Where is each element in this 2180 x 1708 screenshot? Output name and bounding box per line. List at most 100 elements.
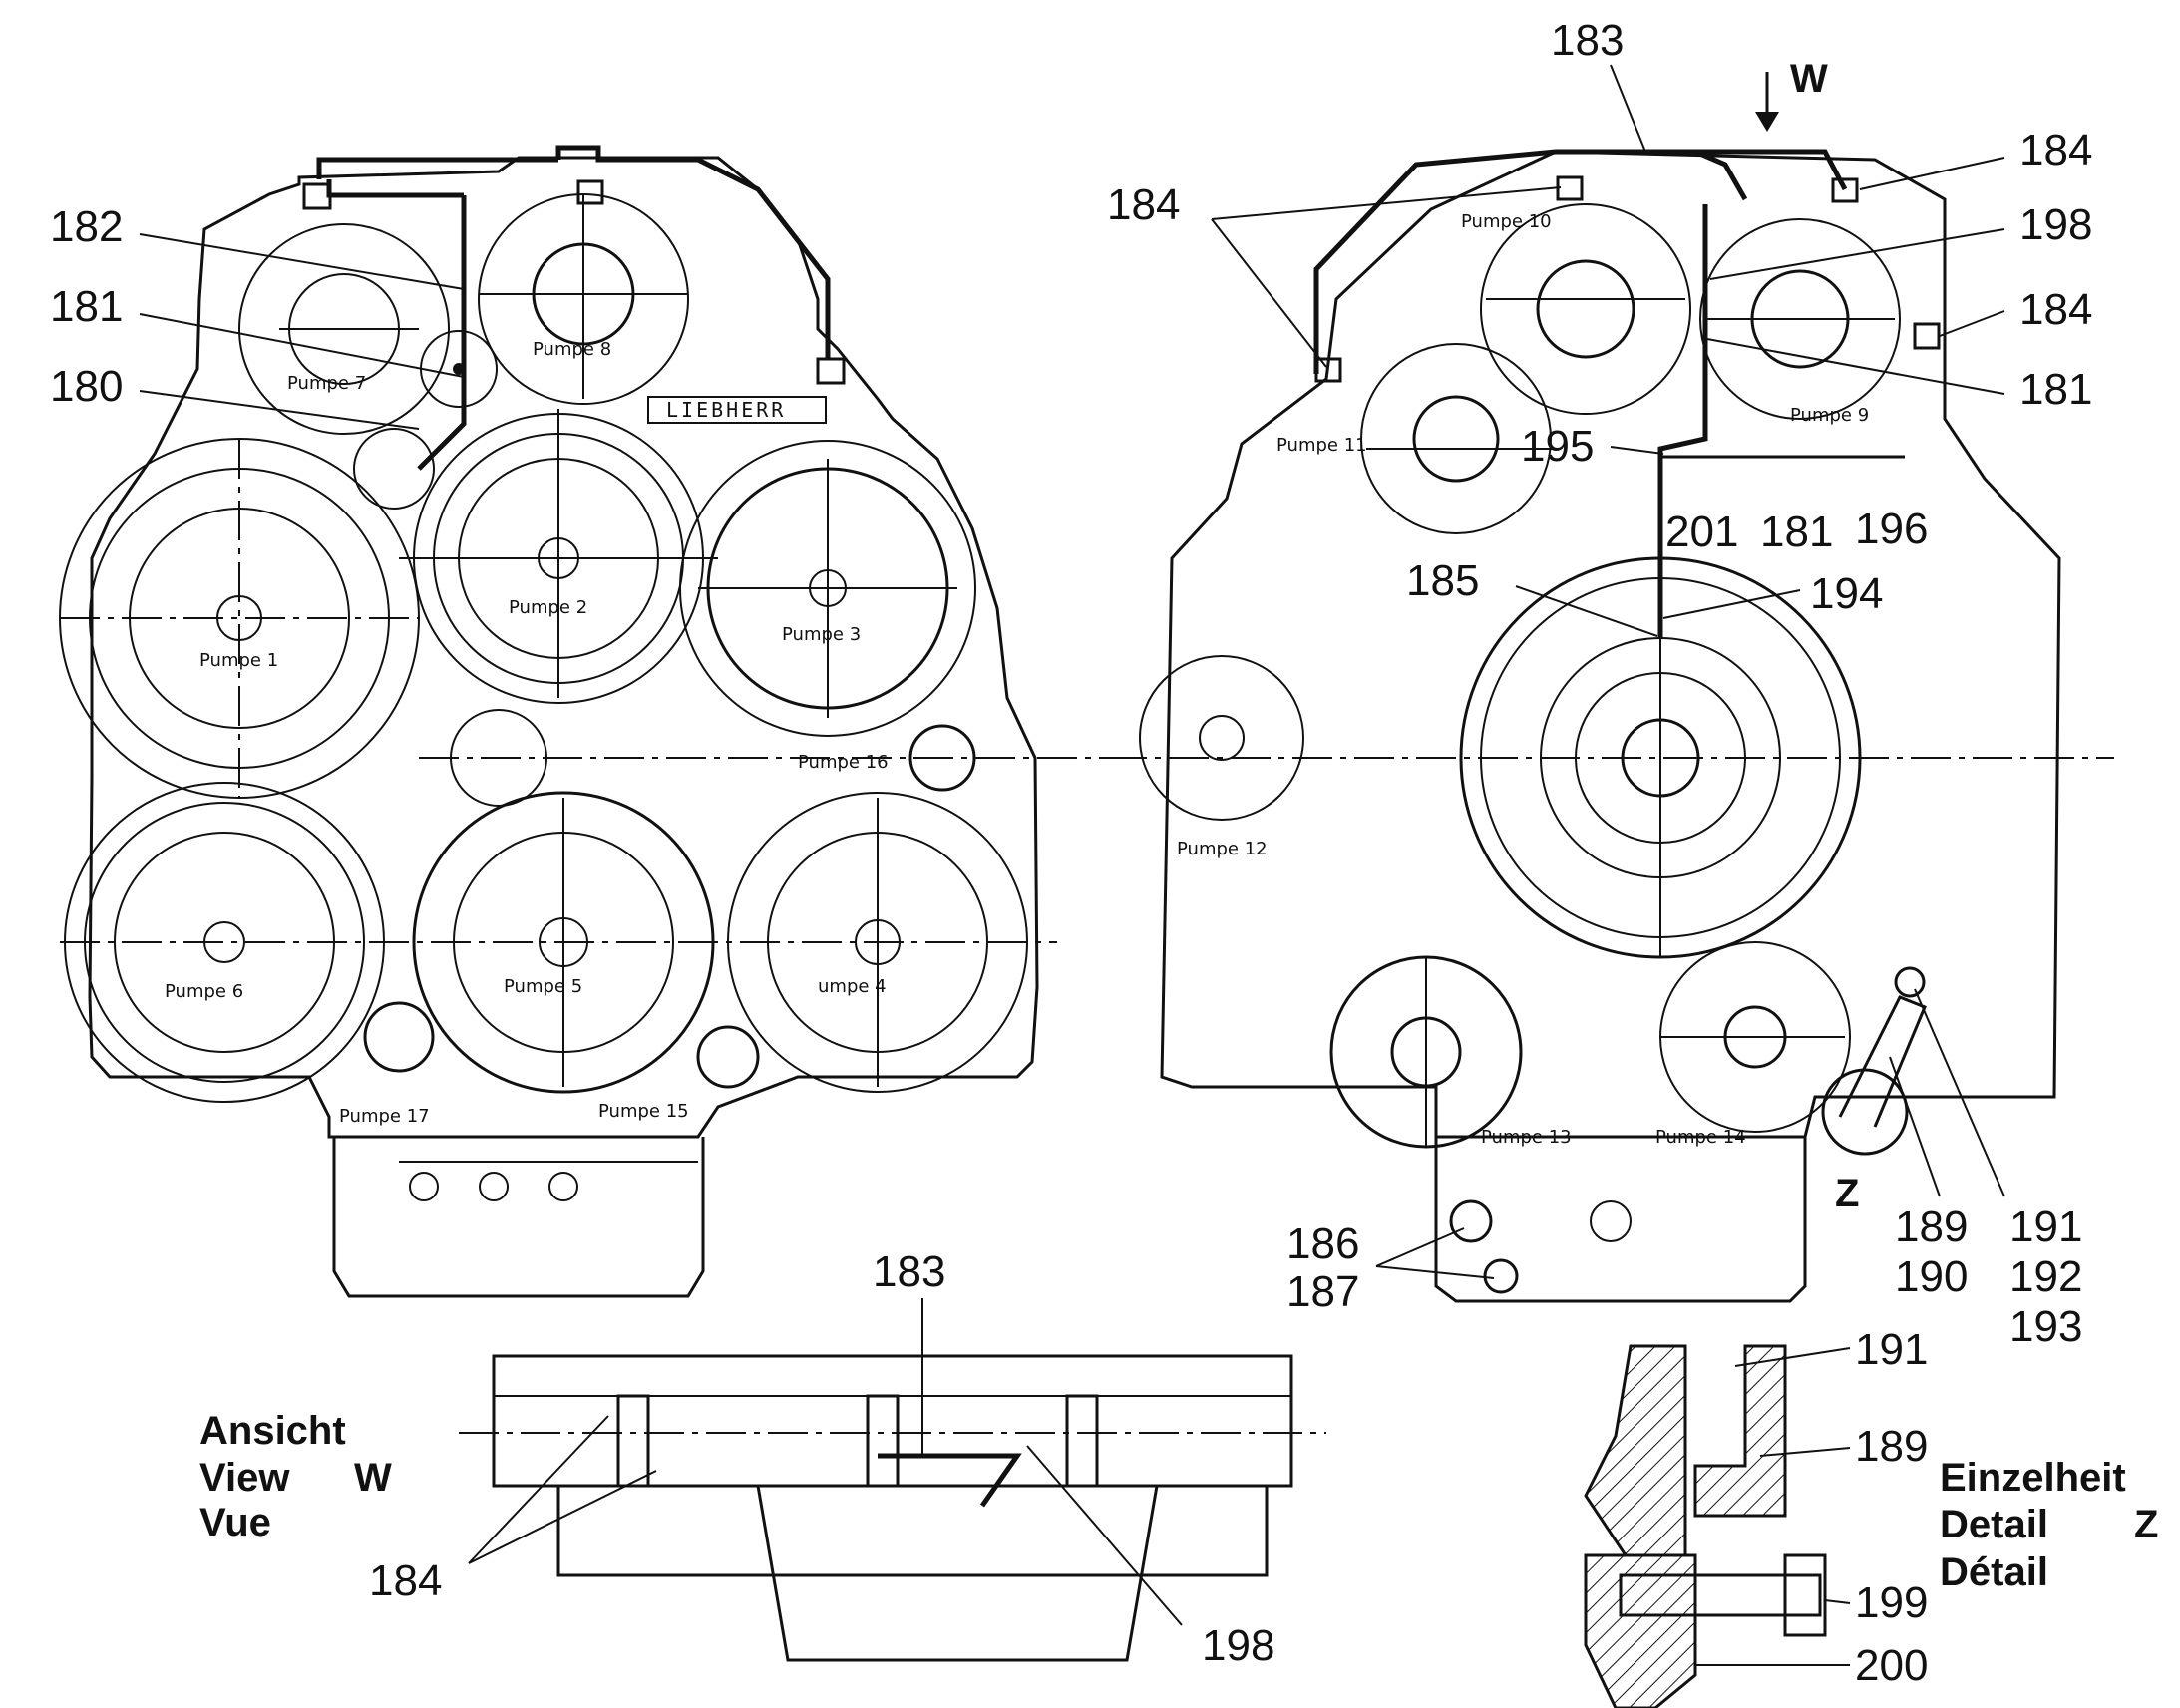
pump-3 (679, 440, 976, 737)
callout-181-right: 181 (2019, 365, 2092, 414)
pan-bolt-3 (548, 1172, 578, 1201)
logo-text: LIEBHERR (666, 398, 786, 422)
leader-184-left-a (1211, 186, 1562, 220)
view-heading-line2: View (199, 1456, 290, 1500)
logo-plate (647, 396, 827, 424)
callout-184-right-mid: 184 (2019, 285, 2092, 334)
detail-z-bolt (1619, 1573, 1822, 1617)
pump-17 (363, 1001, 435, 1073)
detail-z-hatch-left (1584, 1344, 1687, 1557)
label-pump-11: Pumpe 11 (1276, 435, 1367, 456)
right-oil-pan (1434, 1137, 1807, 1303)
label-pump-13: Pumpe 13 (1481, 1127, 1572, 1148)
view-heading-line1: Ansicht (199, 1409, 346, 1453)
left-vertical-pipe (417, 195, 467, 471)
detail-heading-letter: Z (2134, 1503, 2158, 1546)
leader-199 (1824, 1599, 1851, 1604)
right-fitting-c (1314, 357, 1342, 383)
pump-4 (727, 792, 1028, 1093)
callout-182: 182 (50, 202, 123, 251)
pump-16 (908, 724, 976, 792)
drain-plug-186 (1449, 1199, 1493, 1243)
view-w-bracket-3 (1065, 1394, 1099, 1488)
left-fitting-a (302, 182, 332, 210)
left-gearbox-view: LIEBHERR Pumpe 7 Pumpe 8 Pumpe 1 Pumpe 2… (59, 145, 1107, 1298)
right-vertical-pipe (1657, 204, 1708, 638)
left-pipe-branch (326, 179, 464, 198)
leader-181-left (139, 313, 465, 378)
callout-190: 190 (1895, 1252, 1968, 1301)
callout-181-lower: 181 (1760, 508, 1833, 556)
label-pump-12: Pumpe 12 (1177, 839, 1268, 859)
pump-8 (478, 193, 689, 405)
right-fitting-a (1556, 175, 1584, 201)
leader-181-right (1706, 338, 2005, 395)
detail-z-heading: Einzelheit Detail Z Détail (1940, 1456, 2158, 1594)
label-pump-2: Pumpe 2 (509, 597, 587, 618)
dipstick-ring (1894, 966, 1926, 998)
left-boss (353, 428, 435, 510)
callout-numbers: 183 W 184 184 198 182 184 181 181 180 19… (50, 16, 2092, 1690)
leader-198-top (1709, 228, 2005, 280)
pump-6 (60, 782, 1057, 1103)
callout-181-left: 181 (50, 282, 123, 331)
pump-13 (1329, 955, 1523, 1149)
callout-189: 189 (1895, 1202, 1968, 1251)
callout-196: 196 (1855, 505, 1928, 553)
detail-z-bolt-head (1783, 1553, 1827, 1637)
callout-193: 193 (2009, 1302, 2082, 1351)
view-w-bracket-2 (866, 1394, 900, 1488)
pump-7 (238, 223, 498, 435)
pan-bolt-1 (409, 1172, 439, 1201)
label-pump-3: Pumpe 3 (782, 624, 861, 645)
view-w-drawing (459, 1298, 1326, 1662)
view-heading-letter: W (354, 1456, 392, 1500)
view-w-body (556, 1485, 1269, 1662)
leader-184-bottom-a (468, 1415, 609, 1564)
detail-z-hatch-bottom (1584, 1553, 1697, 1708)
callout-186: 186 (1286, 1219, 1359, 1268)
leader-185 (1515, 585, 1658, 637)
right-fitting-b (1831, 177, 1859, 203)
callout-184-bottom: 184 (369, 1556, 442, 1605)
leader-187 (1375, 1265, 1495, 1279)
detail-heading-line1: Einzelheit (1940, 1456, 2126, 1500)
callout-200: 200 (1855, 1641, 1928, 1690)
label-pump-6: Pumpe 6 (165, 981, 243, 1002)
callout-191: 191 (2009, 1202, 2082, 1251)
callout-187: 187 (1286, 1267, 1359, 1316)
callout-195: 195 (1521, 422, 1594, 471)
callout-194: 194 (1810, 569, 1883, 618)
leader-184-left-b (1211, 218, 1327, 368)
callout-198-top: 198 (2019, 200, 2092, 249)
callout-z-marker: Z (1835, 1172, 1859, 1215)
pump-11 (1360, 343, 1556, 534)
leader-183-top (1610, 64, 1646, 153)
callout-192: 192 (2009, 1252, 2082, 1301)
callout-191-detail: 191 (1855, 1325, 1928, 1374)
leader-184-right-mid (1939, 310, 2005, 337)
leader-186 (1375, 1227, 1465, 1267)
right-top-pipe (1313, 149, 1848, 374)
pump-2 (399, 409, 718, 704)
right-gearbox-view: Pumpe 10 Pumpe 9 Pumpe 11 Pumpe 12 Pumpe… (1107, 64, 2114, 1303)
callout-184-right-top: 184 (2019, 126, 2092, 174)
leader-191 (1914, 988, 2005, 1197)
callout-184-left-top: 184 (1107, 180, 1180, 229)
drain-plug-187 (1483, 1258, 1519, 1294)
view-heading-line3: Vue (199, 1501, 271, 1544)
pump-10 (1480, 203, 1691, 415)
callout-185: 185 (1406, 556, 1479, 605)
leader-184-bottom-b (468, 1470, 657, 1564)
leader-184-right-top (1859, 157, 2005, 190)
callout-201: 201 (1665, 508, 1738, 556)
view-w-heading: Ansicht View W Vue (199, 1409, 392, 1544)
view-w-pipe (878, 1453, 1022, 1508)
label-pump-8: Pumpe 8 (533, 339, 611, 360)
pump-5 (412, 791, 715, 1094)
leader-198-bottom (1026, 1445, 1183, 1626)
pump-14 (1659, 941, 1851, 1133)
label-pump-4: umpe 4 (818, 976, 887, 997)
label-pump-16: Pumpe 16 (798, 752, 889, 773)
pump-12 (1139, 655, 1304, 821)
